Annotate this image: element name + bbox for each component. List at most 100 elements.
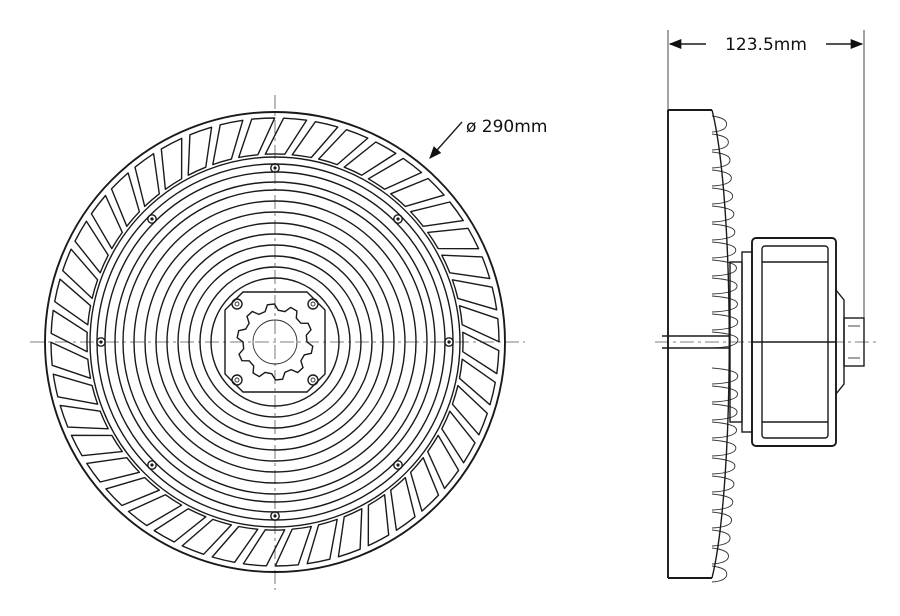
hub-bolt-center xyxy=(310,301,316,307)
side-fin xyxy=(711,295,738,313)
cooling-fin xyxy=(127,494,183,527)
cooling-fin xyxy=(54,278,92,326)
heatsink-ring xyxy=(188,255,362,429)
side-fin xyxy=(711,403,738,421)
mounting-screw-center xyxy=(447,340,451,344)
mounting-screws xyxy=(96,163,454,521)
hub-bolt xyxy=(231,298,243,310)
side-fin xyxy=(711,223,736,241)
side-fin xyxy=(711,439,737,457)
heatsink-ring xyxy=(210,277,340,407)
hub-bolt xyxy=(307,374,319,386)
mounting-screw-center xyxy=(150,217,154,221)
heatsink-rings xyxy=(114,181,436,503)
heatsink-ring xyxy=(122,189,428,495)
cooling-fin xyxy=(187,126,213,176)
cooling-fin xyxy=(212,119,244,166)
side-fin xyxy=(711,385,739,403)
hub-bolts xyxy=(231,298,319,386)
cooling-fin xyxy=(367,157,423,190)
cable-connector xyxy=(835,289,865,395)
center-hub xyxy=(224,291,326,393)
side-fin xyxy=(711,421,738,439)
side-fin xyxy=(711,205,735,223)
depth-dimension: 123.5mm xyxy=(668,35,864,55)
cooling-fin xyxy=(427,434,460,490)
cooling-fin xyxy=(264,117,308,155)
cooling-fin xyxy=(317,129,369,166)
mounting-screw-center xyxy=(150,463,154,467)
side-fin xyxy=(711,241,737,259)
heatsink-ring xyxy=(133,200,417,484)
side-fin xyxy=(711,133,729,151)
cooling-fin xyxy=(337,508,363,558)
heatsink-ring xyxy=(114,181,436,503)
cooling-fin xyxy=(441,410,476,464)
mounting-screw xyxy=(270,511,280,521)
side-fin xyxy=(711,259,737,277)
mounting-screw xyxy=(444,337,454,347)
cooling-fin xyxy=(134,153,160,208)
cooling-fin xyxy=(153,508,207,543)
cooling-fin xyxy=(458,305,500,343)
side-fin xyxy=(711,277,738,295)
diameter-dimension: ø 290mm xyxy=(429,117,547,159)
mounting-screw xyxy=(96,337,106,347)
side-fin xyxy=(711,547,729,565)
cooling-fin xyxy=(451,384,488,436)
diameter-label: ø 290mm xyxy=(466,117,547,137)
side-fin xyxy=(711,313,739,331)
mounting-screw xyxy=(393,214,403,224)
side-fin xyxy=(711,475,735,493)
cooling-fin xyxy=(306,518,338,565)
cooling-fins xyxy=(50,117,500,567)
hub-bolt xyxy=(307,298,319,310)
mounting-screw xyxy=(147,214,157,224)
cooling-fin xyxy=(238,117,276,159)
side-dimension-extension-lines xyxy=(667,30,865,322)
cooling-fin xyxy=(451,279,498,311)
cooling-fin xyxy=(390,476,416,531)
depth-label: 123.5mm xyxy=(725,35,807,55)
cooling-fin xyxy=(52,373,99,405)
mounting-screw xyxy=(147,460,157,470)
mounting-screw-center xyxy=(396,217,400,221)
cooling-fin xyxy=(211,525,259,563)
fin-envelope xyxy=(711,109,730,579)
cooling-fin xyxy=(59,404,109,430)
cooling-fin xyxy=(343,141,397,176)
mounting-screw-center xyxy=(396,463,400,467)
side-fin xyxy=(711,457,736,475)
mounting-screw-center xyxy=(273,514,277,518)
heatsink-ring xyxy=(155,222,395,462)
side-cooling-fins xyxy=(711,115,739,583)
cooling-fin xyxy=(409,201,464,227)
cooling-fin xyxy=(160,137,183,190)
side-fin xyxy=(711,187,734,205)
side-fin xyxy=(711,565,728,583)
hub-bore xyxy=(252,319,298,365)
housing-side-profile xyxy=(667,109,712,579)
cooling-fin xyxy=(367,494,390,547)
heatsink-ring xyxy=(144,211,406,473)
cooling-fin xyxy=(427,227,480,250)
mounting-screw xyxy=(393,460,403,470)
cooling-fin xyxy=(390,177,445,208)
cooling-fin xyxy=(105,476,160,507)
cooling-fin xyxy=(462,331,500,375)
hub-bolt xyxy=(231,374,243,386)
cooling-fin xyxy=(86,457,141,483)
driver-box xyxy=(729,237,837,447)
hub-gear-outline xyxy=(236,303,314,381)
cooling-fin xyxy=(62,248,99,300)
center-lines xyxy=(30,95,525,590)
heatsink-ring xyxy=(199,266,351,418)
hub-bolt-center xyxy=(234,377,240,383)
side-fin xyxy=(711,529,731,547)
cooling-fin xyxy=(70,434,123,457)
diameter-leader-arrow xyxy=(429,121,463,159)
heatsink-ring xyxy=(177,244,373,440)
side-view: 123.5mm xyxy=(655,30,880,583)
